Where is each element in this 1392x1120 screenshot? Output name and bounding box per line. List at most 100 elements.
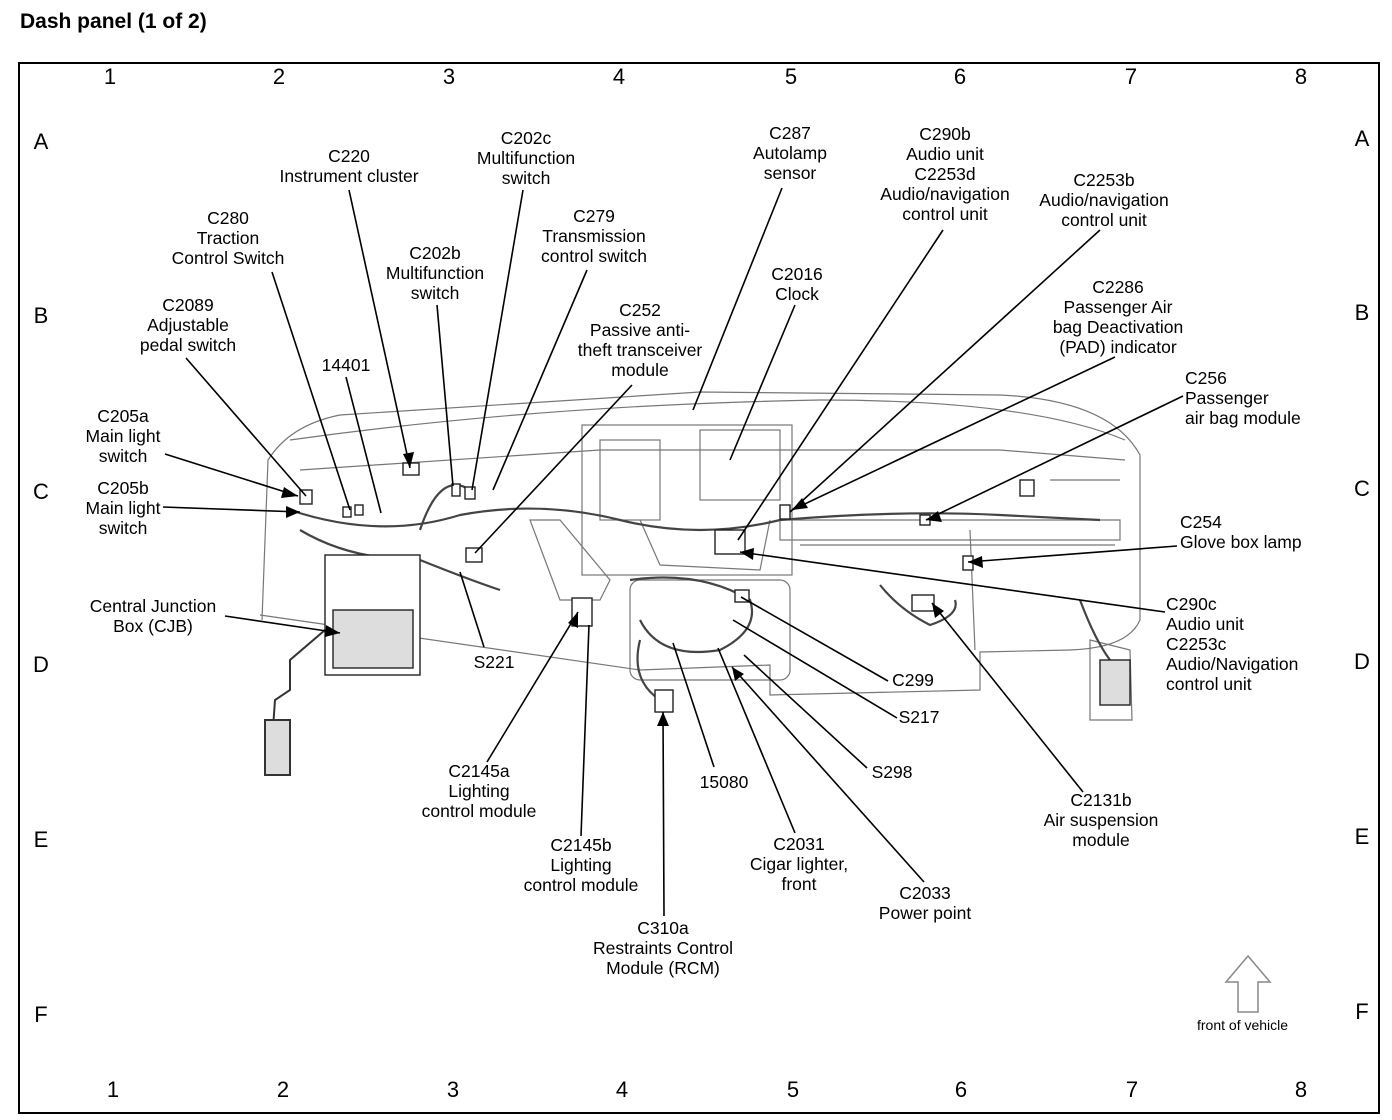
- label-line: air bag module: [1185, 408, 1301, 428]
- grid-col-top: 6: [953, 64, 967, 89]
- grid-col-top: 4: [612, 64, 626, 89]
- label-line: C2253d: [914, 164, 976, 184]
- label-line: C287: [769, 123, 811, 143]
- label-line: C2145b: [550, 835, 612, 855]
- label-line: C310a: [637, 918, 689, 938]
- label-line: front: [781, 874, 817, 894]
- label-line: control unit: [1061, 210, 1147, 230]
- grid-col-bottom: 6: [954, 1077, 968, 1102]
- grid-col-bottom: 1: [106, 1077, 120, 1102]
- label-line: Control Switch: [171, 248, 285, 268]
- label-line: C2253c: [1166, 634, 1227, 654]
- label-line: Main light: [85, 498, 161, 518]
- steering-column: [264, 629, 326, 776]
- label-line: bag Deactivation: [1052, 317, 1184, 337]
- label-line: (PAD) indicator: [1059, 337, 1177, 357]
- label-line: Box (CJB): [113, 616, 193, 636]
- label-line: theft transceiver: [577, 340, 703, 360]
- label-line: C2253b: [1073, 170, 1135, 190]
- grid-row-right: E: [1354, 824, 1370, 849]
- callout-leaders: [162, 187, 1184, 917]
- label-line: C2016: [771, 264, 823, 284]
- label-line: C220: [328, 146, 370, 166]
- label-line: Audio unit: [906, 144, 984, 164]
- label-line: Passive anti-: [589, 320, 691, 340]
- junction-box: [324, 554, 421, 676]
- label-line: C2031: [773, 834, 825, 854]
- grid-row-left: B: [33, 303, 49, 328]
- label-line: Module (RCM): [606, 958, 720, 978]
- grid-col-top: 5: [784, 64, 798, 89]
- grid-col-bottom: 7: [1125, 1077, 1139, 1102]
- label-p15080: 15080: [700, 772, 749, 792]
- label-line: 14401: [321, 355, 371, 375]
- grid-col-bottom: 3: [446, 1077, 460, 1102]
- label-line: Autolamp: [753, 143, 827, 163]
- grid-col-top: 1: [103, 64, 117, 89]
- label-line: C2131b: [1070, 790, 1132, 810]
- label-line: pedal switch: [139, 335, 237, 355]
- grid-row-left: D: [33, 652, 49, 677]
- label-line: C2089: [162, 295, 214, 315]
- label-line: control unit: [902, 204, 988, 224]
- grid-col-bottom: 2: [276, 1077, 290, 1102]
- label-line: C290c: [1166, 594, 1217, 614]
- label-s221: S221: [474, 652, 515, 672]
- label-line: Central Junction: [89, 596, 217, 616]
- grid-row-right: D: [1354, 649, 1370, 674]
- label-line: control switch: [540, 246, 648, 266]
- grid-row-right: A: [1354, 126, 1370, 151]
- grid-row-left: C: [33, 479, 49, 504]
- label-line: Cigar lighter,: [749, 854, 849, 874]
- label-line: module: [611, 360, 669, 380]
- wiring-harness: [289, 484, 1111, 701]
- label-line: Lighting: [550, 855, 612, 875]
- grid-col-top: 2: [272, 64, 286, 89]
- grid-col-top: 8: [1294, 64, 1308, 89]
- label-line: C279: [573, 206, 615, 226]
- label-line: Audio/navigation: [1039, 190, 1169, 210]
- label-line: C299: [892, 670, 934, 690]
- label-line: Multifunction: [476, 148, 576, 168]
- label-line: 15080: [699, 772, 749, 792]
- label-c299: C299: [892, 670, 934, 690]
- diagram-frame: [18, 62, 1380, 1114]
- label-line: C280: [207, 208, 249, 228]
- grid-col-top: 7: [1124, 64, 1138, 89]
- label-line: control module: [421, 801, 537, 821]
- label-line: Restraints Control: [592, 938, 734, 958]
- label-line: Passenger Air: [1063, 297, 1173, 317]
- label-line: Main light: [85, 426, 161, 446]
- label-line: Lighting: [448, 781, 510, 801]
- label-line: Adjustable: [147, 315, 229, 335]
- label-line: C2145a: [448, 761, 510, 781]
- label-line: S217: [898, 707, 940, 727]
- label-line: Audio/navigation: [880, 184, 1010, 204]
- label-line: C202b: [409, 243, 461, 263]
- front-of-vehicle-label: front of vehicle: [1197, 1017, 1289, 1033]
- label-line: S221: [473, 652, 515, 672]
- label-line: C2033: [899, 883, 951, 903]
- label-line: C290b: [919, 124, 971, 144]
- label-line: Audio/Navigation: [1166, 654, 1299, 674]
- grid-row-left: E: [33, 827, 49, 852]
- label-line: control unit: [1166, 674, 1252, 694]
- grid-row-left: A: [33, 129, 49, 154]
- label-line: module: [1072, 830, 1130, 850]
- label-line: switch: [410, 283, 460, 303]
